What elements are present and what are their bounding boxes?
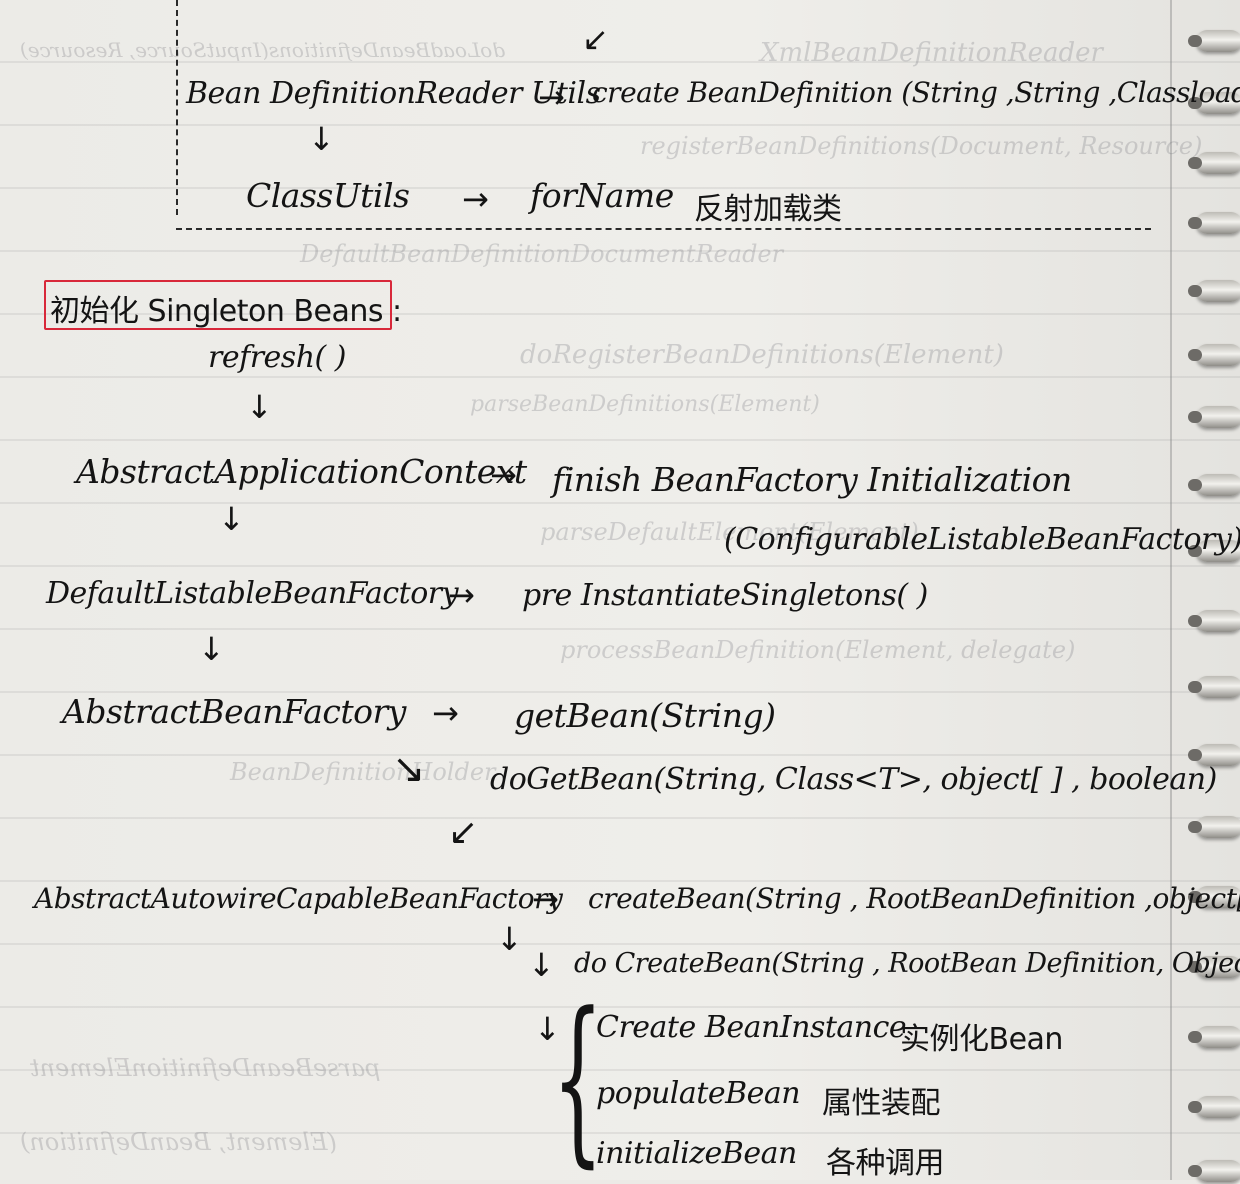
finish-init-parameter: (ConfigurableListableBeanFactory): [724, 522, 1240, 557]
create-bean-method: createBean(String , RootBeanDefinition ,…: [588, 882, 1240, 915]
class-utils-class: ClassUtils: [246, 176, 410, 215]
initialize-bean-note: 各种调用: [826, 1146, 945, 1181]
arrow-down-icon: ↓: [218, 500, 245, 538]
arrow-down-icon: ↓: [534, 1010, 561, 1048]
do-get-bean-method: doGetBean(String, Class<T>, object[ ] , …: [490, 762, 1217, 797]
arrow-down-icon: ↓: [496, 920, 523, 958]
ghost-text: parseBeanDefinitions(Element): [470, 392, 820, 417]
reader-utils-method: create BeanDefinition (String ,String ,C…: [592, 76, 1240, 109]
dashed-bracket-horizontal: [176, 228, 1151, 230]
ghost-text: parseBeanDefinitionElement: [30, 1054, 381, 1082]
ghost-text: (Element, BeanDefinition): [20, 1128, 337, 1156]
refresh-method: refresh( ): [208, 340, 346, 375]
arrow-right-icon: →: [532, 880, 559, 918]
spiral-ring: [1188, 474, 1240, 496]
arrow-down-left-icon: ↙: [448, 812, 479, 853]
brace-icon: {: [552, 975, 604, 1184]
spiral-ring: [1188, 676, 1240, 698]
spiral-ring: [1188, 1026, 1240, 1048]
finish-bean-factory-init: finish BeanFactory Initialization: [552, 460, 1072, 499]
arrow-down-icon: ↓: [528, 946, 555, 984]
default-listable-bean-factory: DefaultListableBeanFactory: [46, 576, 459, 611]
spiral-ring: [1188, 886, 1240, 908]
margin-line: [1170, 0, 1172, 1180]
reader-utils-class: Bean DefinitionReader Utils: [186, 76, 601, 111]
pre-instantiate-singletons: pre InstantiateSingletons( ): [522, 578, 928, 613]
ghost-text: registerBeanDefinitions(Document, Resour…: [640, 132, 1203, 160]
section-title: 初始化 Singleton Beans :: [50, 294, 402, 329]
title-highlight-box: [44, 280, 392, 330]
ghost-text: BeanDefinitionHolder: [230, 758, 496, 786]
do-create-bean-method: do CreateBean(String , RootBean Definiti…: [574, 948, 1240, 979]
spiral-ring: [1188, 956, 1240, 978]
spiral-ring: [1188, 212, 1240, 234]
class-utils-note: 反射加载类: [694, 192, 842, 227]
arrow-right-icon: →: [538, 78, 565, 116]
arrow-down-left-icon: ↙: [582, 20, 609, 58]
ghost-text: doRegisterBeanDefinitions(Element): [520, 340, 1004, 370]
spiral-ring: [1188, 406, 1240, 428]
ghost-text: DefaultBeanDefinitionDocumentReader: [300, 240, 784, 268]
arrow-right-icon: →: [462, 180, 489, 218]
dashed-bracket-vertical: [176, 0, 178, 215]
ghost-text: XmlBeanDefinitionReader: [760, 38, 1103, 68]
ghost-text: doLoadBeanDefinitions(InputSource, Resou…: [20, 38, 506, 62]
spiral-ring: [1188, 744, 1240, 766]
spiral-ring: [1188, 344, 1240, 366]
get-bean-method: getBean(String): [514, 696, 776, 735]
abstract-application-context: AbstractApplicationContext: [76, 452, 527, 491]
spiral-ring: [1188, 1096, 1240, 1118]
arrow-right-icon: →: [490, 456, 517, 494]
spiral-ring: [1188, 280, 1240, 302]
initialize-bean-step: initializeBean: [596, 1136, 797, 1171]
spiral-ring: [1188, 540, 1240, 562]
class-utils-method: forName: [530, 176, 674, 215]
ghost-text: processBeanDefinition(Element, delegate): [560, 636, 1076, 664]
arrow-down-icon: ↓: [308, 120, 335, 158]
spiral-ring: [1188, 816, 1240, 838]
populate-bean-step: populateBean: [596, 1076, 801, 1111]
abstract-bean-factory: AbstractBeanFactory: [62, 692, 406, 731]
arrow-down-icon: ↓: [198, 630, 225, 668]
create-bean-instance-step: Create BeanInstance: [596, 1010, 907, 1045]
arrow-right-icon: →: [448, 576, 475, 614]
spiral-ring: [1188, 92, 1240, 114]
spiral-ring: [1188, 152, 1240, 174]
spiral-ring: [1188, 1160, 1240, 1182]
create-bean-instance-note: 实例化Bean: [900, 1022, 1063, 1057]
spiral-ring: [1188, 30, 1240, 52]
arrow-right-icon: →: [432, 694, 459, 732]
ghost-text: parseDefaultElement(Element): [540, 518, 919, 546]
abstract-autowire-capable-bean-factory: AbstractAutowireCapableBeanFactory: [34, 882, 563, 915]
arrow-down-icon: ↓: [246, 388, 273, 426]
arrow-down-right-icon: ↘: [392, 746, 426, 792]
spiral-ring: [1188, 610, 1240, 632]
populate-bean-note: 属性装配: [822, 1086, 941, 1121]
